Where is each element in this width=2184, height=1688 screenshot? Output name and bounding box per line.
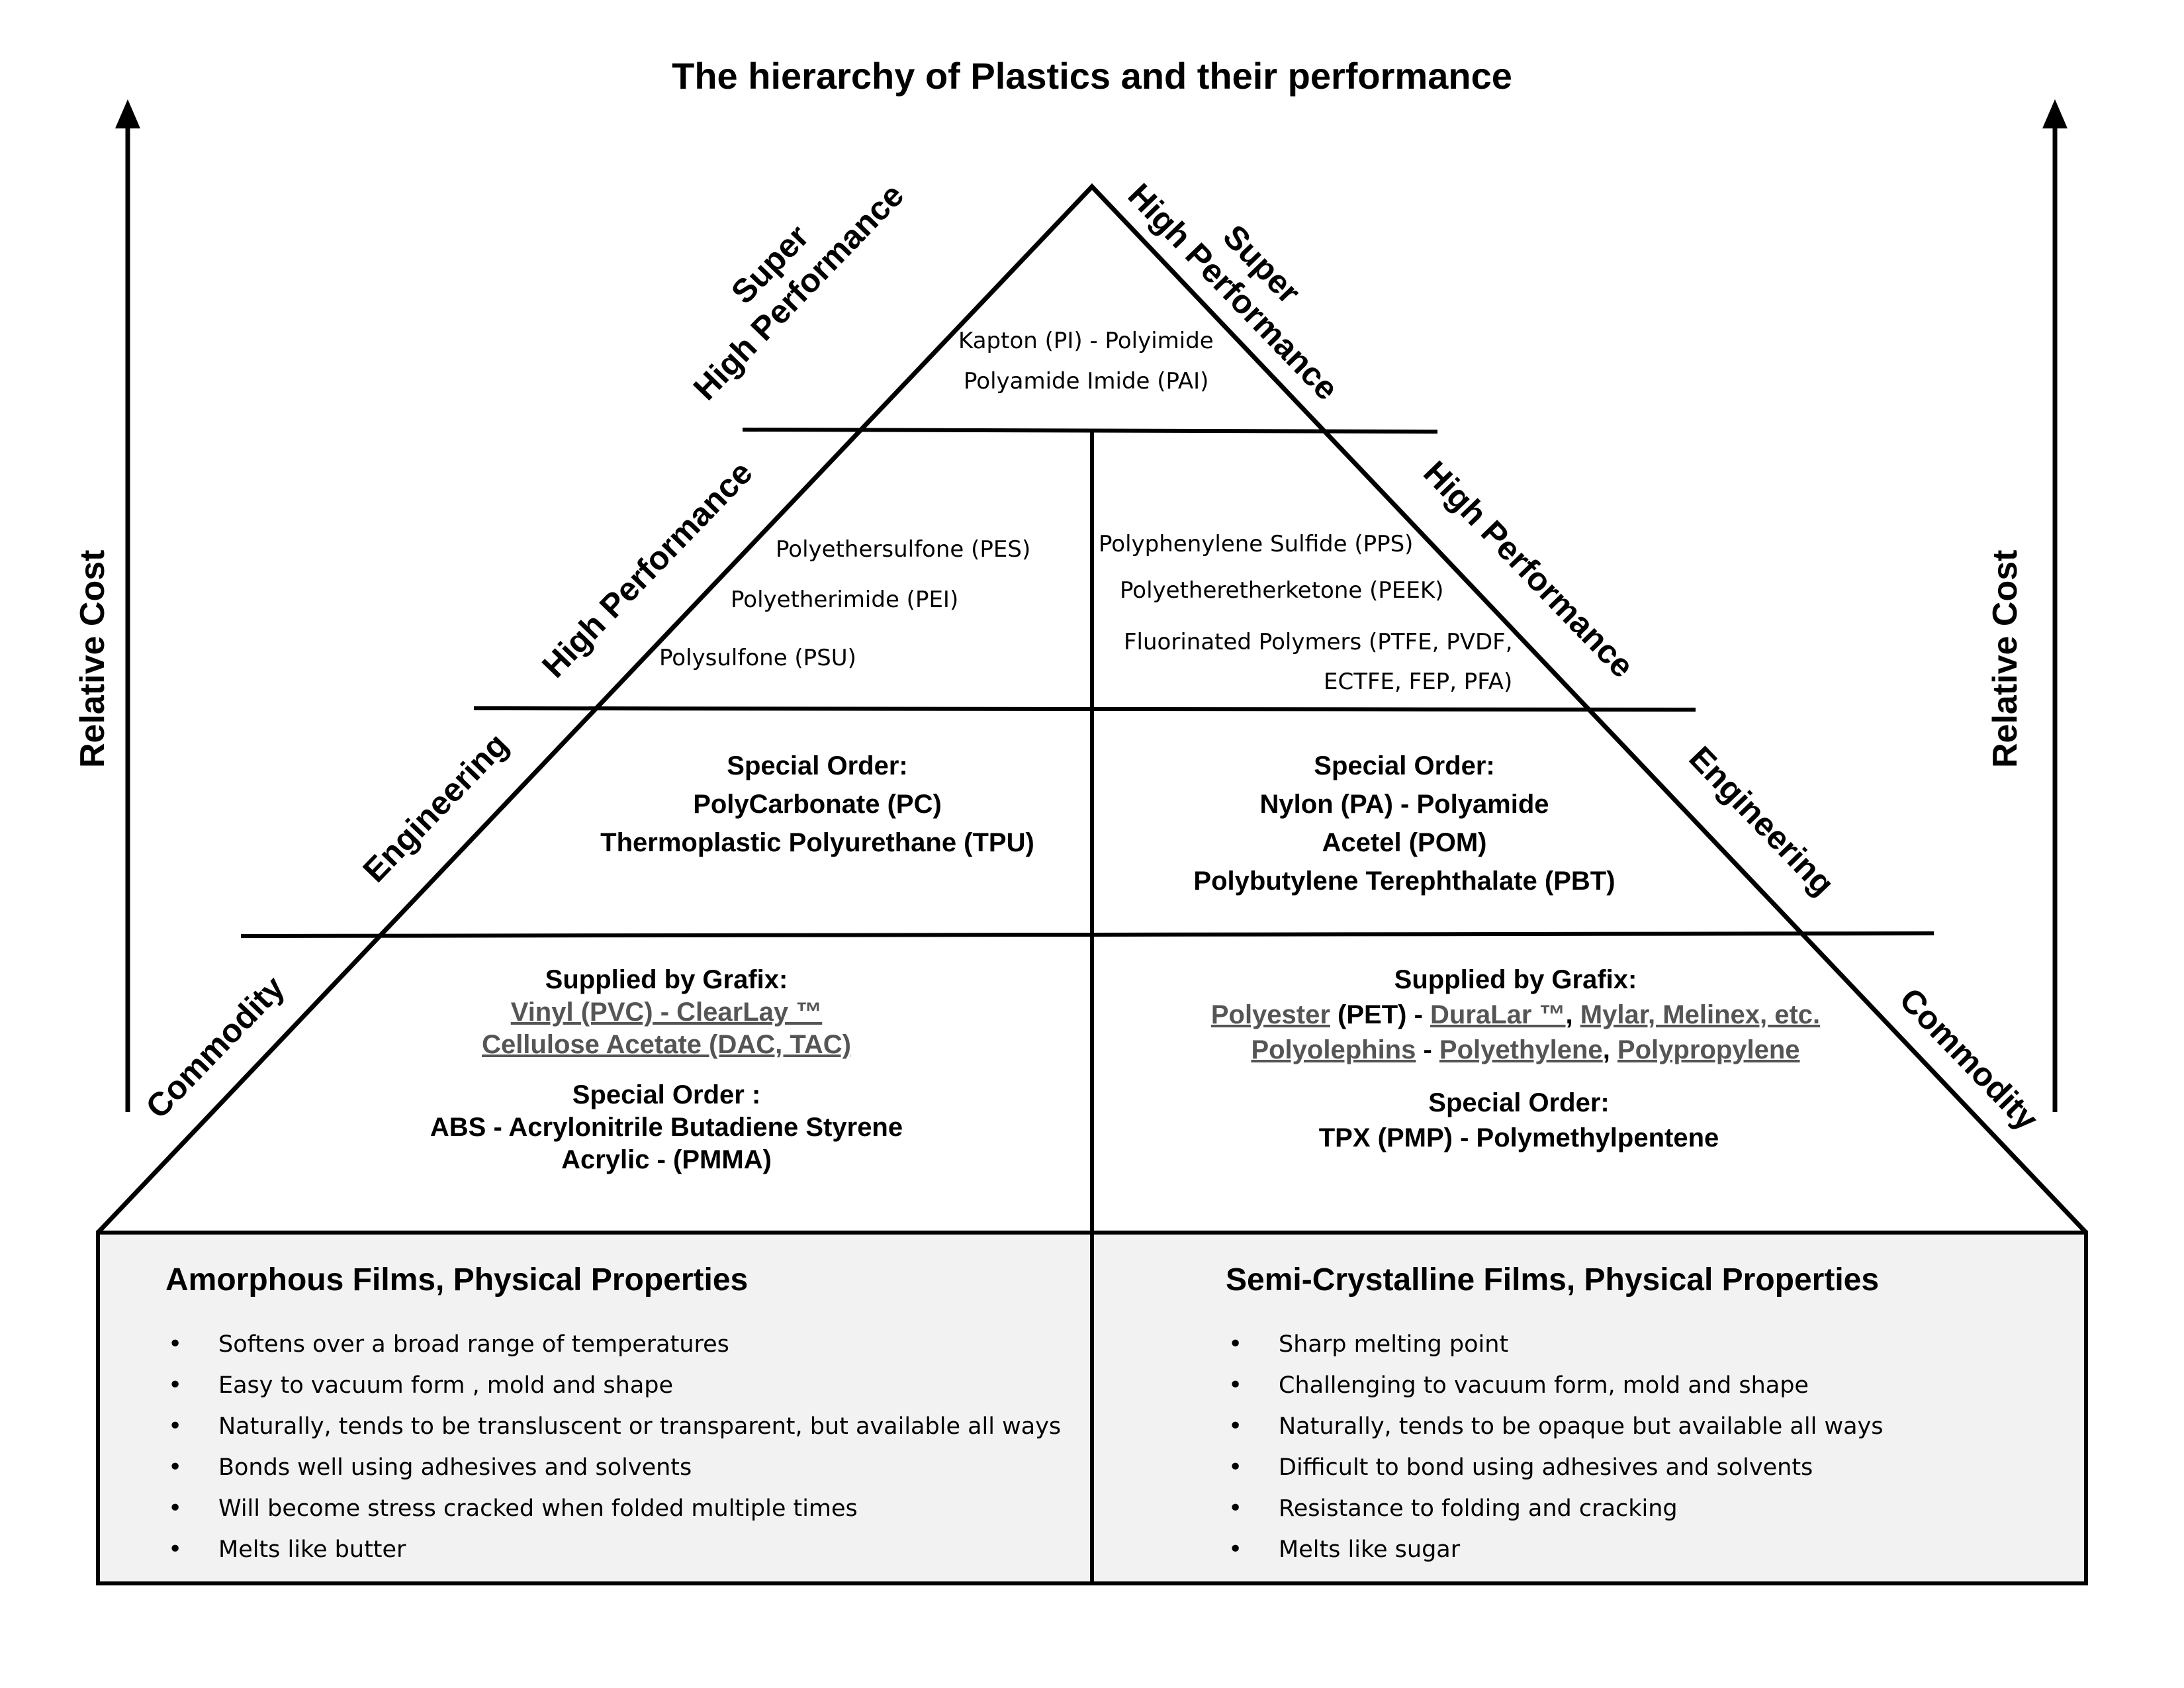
- special-order-heading: Special Order:: [1314, 751, 1495, 780]
- engineering-right-block: Special Order: Nylon (PA) - Polyamide Ac…: [1107, 747, 1702, 900]
- right-arrowhead: [2042, 99, 2068, 128]
- commodity-right-block: Supplied by Grafix: Polyester (PET) - Du…: [1118, 962, 1913, 1156]
- material-fluoro-1: Fluorinated Polymers (PTFE, PVDF,: [1124, 629, 1513, 655]
- list-item: Melts like sugar: [1226, 1529, 1883, 1570]
- special-order-heading: Special Order :: [572, 1080, 761, 1110]
- link-cellulose-acetate[interactable]: Cellulose Acetate (DAC, TAC): [482, 1029, 851, 1059]
- amorphous-properties-title: Amorphous Films, Physical Properties: [165, 1262, 749, 1297]
- list-item: Softens over a broad range of temperatur…: [165, 1324, 1061, 1365]
- pet-text: (PET) -: [1330, 1000, 1431, 1029]
- link-polyolephins[interactable]: Polyolephins: [1251, 1035, 1416, 1064]
- page-title: The hierarchy of Plastics and their perf…: [672, 55, 1512, 97]
- semi-crystalline-properties-list: Sharp melting point Challenging to vacuu…: [1226, 1324, 1883, 1570]
- supplied-by-heading: Supplied by Grafix:: [1394, 965, 1637, 994]
- semi-crystalline-properties-title: Semi-Crystalline Films, Physical Propert…: [1226, 1262, 1880, 1297]
- link-polyester[interactable]: Polyester: [1210, 1000, 1330, 1029]
- material-pes: Polyethersulfone (PES): [776, 536, 1031, 563]
- list-item: Bonds well using adhesives and solvents: [165, 1447, 1061, 1488]
- left-arrowhead: [115, 99, 140, 128]
- link-polypropylene[interactable]: Polypropylene: [1617, 1035, 1800, 1064]
- material-nylon: Nylon (PA) - Polyamide: [1259, 790, 1549, 819]
- material-kapton: Kapton (PI) - Polyimide: [958, 328, 1214, 354]
- right-axis-label: Relative Cost: [1986, 549, 2025, 768]
- list-item: Will become stress cracked when folded m…: [165, 1488, 1061, 1529]
- material-tpx: TPX (PMP) - Polymethylpentene: [1318, 1123, 1719, 1153]
- list-item: Resistance to folding and cracking: [1226, 1488, 1883, 1529]
- material-peek: Polyetheretherketone (PEEK): [1120, 577, 1444, 604]
- separator-comma: ,: [1565, 1000, 1580, 1029]
- material-pbt: Polybutylene Terephthalate (PBT): [1193, 867, 1615, 896]
- link-duralar[interactable]: DuraLar ™: [1430, 1000, 1566, 1029]
- material-pai: Polyamide Imide (PAI): [964, 368, 1209, 395]
- separator-dash: -: [1416, 1035, 1439, 1064]
- link-mylar-melinex[interactable]: Mylar, Melinex, etc.: [1580, 1000, 1821, 1029]
- list-item: Difficult to bond using adhesives and so…: [1226, 1447, 1883, 1488]
- amorphous-properties-list: Softens over a broad range of temperatur…: [165, 1324, 1061, 1570]
- list-item: Naturally, tends to be transluscent or t…: [165, 1406, 1061, 1447]
- material-pei: Polyetherimide (PEI): [731, 586, 959, 613]
- link-vinyl-clearlay[interactable]: Vinyl (PVC) - ClearLay ™: [510, 997, 823, 1027]
- material-pom: Acetel (POM): [1322, 828, 1487, 857]
- special-order-heading: Special Order:: [727, 751, 908, 780]
- material-acrylic: Acrylic - (PMMA): [561, 1145, 772, 1174]
- tier-line-super: [742, 428, 1438, 434]
- left-axis-label: Relative Cost: [73, 549, 112, 768]
- material-psu: Polysulfone (PSU): [659, 645, 856, 671]
- engineering-left-block: Special Order: PolyCarbonate (PC) Thermo…: [520, 747, 1115, 862]
- list-item: Easy to vacuum form , mold and shape: [165, 1365, 1061, 1406]
- tier-line-engineering: [240, 931, 1934, 938]
- tier-line-high: [473, 706, 1696, 712]
- material-fluoro-2: ECTFE, FEP, PFA): [1324, 669, 1513, 695]
- separator-comma: ,: [1602, 1035, 1617, 1064]
- supplied-by-heading: Supplied by Grafix:: [545, 965, 788, 994]
- material-abs: ABS - Acrylonitrile Butadiene Styrene: [430, 1113, 903, 1143]
- list-item: Challenging to vacuum form, mold and sha…: [1226, 1365, 1883, 1406]
- material-pps: Polyphenylene Sulfide (PPS): [1099, 531, 1414, 557]
- list-item: Sharp melting point: [1226, 1324, 1883, 1365]
- list-item: Melts like butter: [165, 1529, 1061, 1570]
- special-order-heading: Special Order:: [1428, 1088, 1610, 1118]
- commodity-left-block: Supplied by Grafix: Vinyl (PVC) - ClearL…: [336, 964, 997, 1176]
- material-pc: PolyCarbonate (PC): [693, 790, 942, 819]
- link-polyethylene[interactable]: Polyethylene: [1439, 1035, 1603, 1064]
- material-tpu: Thermoplastic Polyurethane (TPU): [600, 828, 1034, 857]
- list-item: Naturally, tends to be opaque but availa…: [1226, 1406, 1883, 1447]
- pyramid-outline: [96, 183, 2088, 1235]
